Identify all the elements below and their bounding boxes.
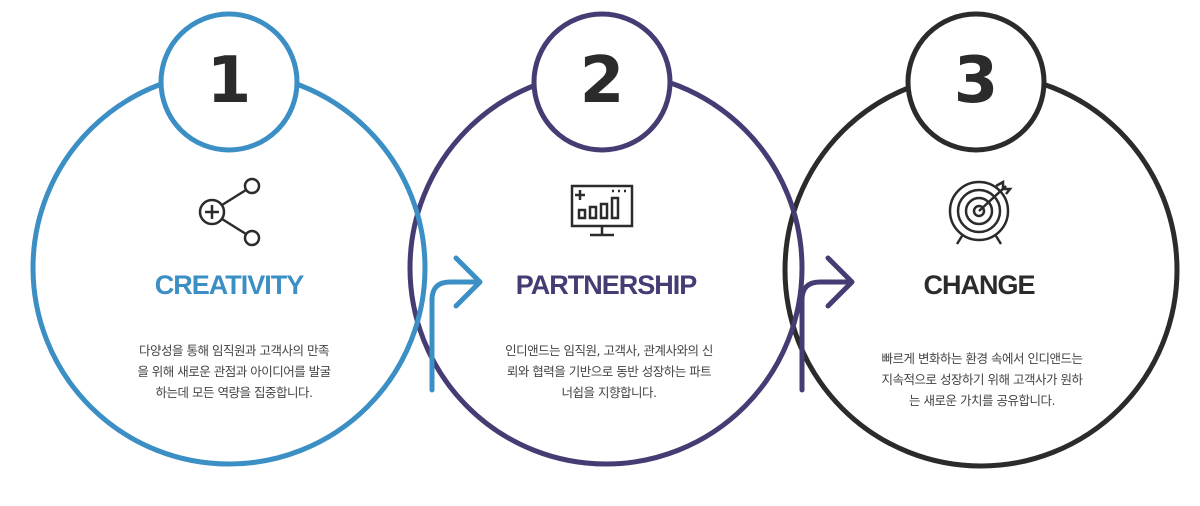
step-3-description-line: 빠르게 변화하는 환경 속에서 인디앤드는 xyxy=(881,351,1083,366)
step-2-title: PARTNERSHIP xyxy=(515,270,698,300)
step-2-number-circle xyxy=(531,11,673,153)
step-1-title: CREATIVITY xyxy=(154,270,305,300)
step-1-description: 다양성을 통해 임직원과 고객사의 만족 을 위해 새로운 관점과 아이디어를 … xyxy=(104,340,364,403)
monitor-chart-icon xyxy=(570,184,634,237)
step-1-description-line: 다양성을 통해 임직원과 고객사의 만족 xyxy=(139,343,329,358)
step-2-description-line: 인디앤드는 임직원, 고객사, 관계사와의 신 xyxy=(505,343,713,358)
step-1-number: 1 xyxy=(206,44,252,118)
share-icon xyxy=(198,177,261,247)
step-3-description: 빠르게 변화하는 환경 속에서 인디앤드는 지속적으로 성장하기 위해 고객사가… xyxy=(852,348,1112,411)
step-2-description-line: 뢰와 협력을 기반으로 동반 성장하는 파트 xyxy=(506,364,712,379)
step-2-number: 2 xyxy=(579,44,625,118)
step-3-description-line: 지속적으로 성장하기 위해 고객사가 원하 xyxy=(881,372,1083,387)
step-1-description-line: 하는데 모든 역량을 집중합니다. xyxy=(155,385,313,400)
step-2-description-line: 너쉽을 지향합니다. xyxy=(561,385,657,400)
step-3-title: CHANGE xyxy=(923,270,1035,300)
step-2-description: 인디앤드는 임직원, 고객사, 관계사와의 신 뢰와 협력을 기반으로 동반 성… xyxy=(474,340,744,403)
arrow-1-to-2 xyxy=(429,255,483,393)
arrow-2-to-3 xyxy=(799,255,855,393)
step-1-description-line: 을 위해 새로운 관점과 아이디어를 발굴 xyxy=(137,364,331,379)
target-icon xyxy=(948,179,1013,245)
step-3-description-line: 는 새로운 가치를 공유합니다. xyxy=(909,393,1055,408)
step-1-number-circle xyxy=(158,11,300,153)
step-3-number: 3 xyxy=(953,44,999,118)
step-3-number-circle xyxy=(905,11,1047,153)
